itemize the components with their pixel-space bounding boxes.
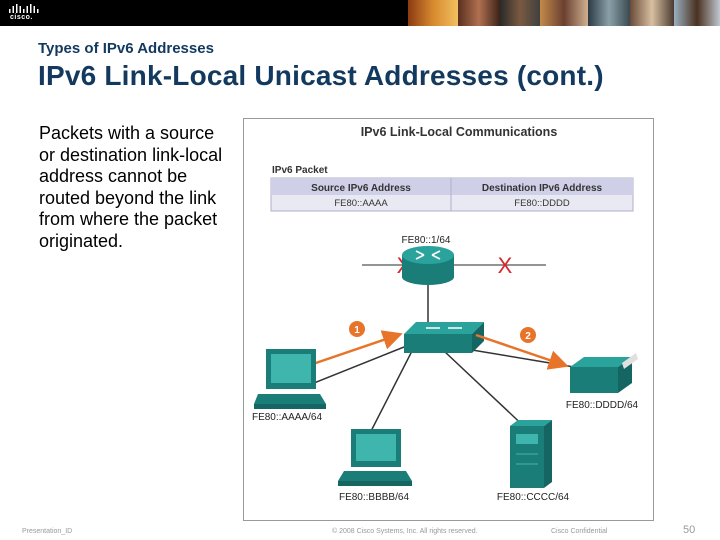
step-badge-1 [349,321,365,337]
banner-photo [630,0,674,26]
banner-photo [674,0,720,26]
cisco-logo-text: cisco. [10,14,33,21]
host-b-address-label: FE80::BBBB/64 [339,492,409,503]
host-d-address-label: FE80::DDDD/64 [566,400,639,411]
packet-source-value: FE80::AAAA [334,198,388,209]
packet-header-source: Source IPv6 Address [311,183,411,194]
step-number-2: 2 [525,331,531,342]
host-a-computer-icon [254,349,326,409]
banner-photo [500,0,540,26]
banner-photo [408,0,458,26]
page-number: 50 [683,524,696,536]
footer-presentation-id: Presentation_ID [22,528,73,535]
banner-photo [588,0,630,26]
packet-table: Source IPv6 Address Destination IPv6 Add… [270,177,634,212]
host-b-computer-icon [338,429,412,486]
cisco-bars-icon [9,4,39,13]
traffic-arrow-1 [303,330,403,369]
switch-host-b-link [367,350,413,438]
router-address-label: FE80::1/64 [402,235,451,246]
step-number-1: 1 [354,325,360,336]
slide-subtitle: Types of IPv6 Addresses [38,40,214,57]
switch-icon [404,322,484,353]
banner-photos [408,0,720,26]
host-a-address-label: FE80::AAAA/64 [252,412,322,423]
network-diagram: IPv6 Link-Local Communications IPv6 Pack… [243,118,654,521]
packet-header-destination: Destination IPv6 Address [482,183,603,194]
banner-photo [458,0,500,26]
slide-title: IPv6 Link-Local Unicast Addresses (cont.… [38,60,604,91]
diagram-title: IPv6 Link-Local Communications [361,125,558,139]
blocked-x-right: X [498,253,513,278]
router-icon [402,246,454,285]
top-banner: cisco. [0,0,720,26]
packet-destination-value: FE80::DDDD [514,198,570,209]
host-d-printer-icon [570,353,638,393]
banner-photo [540,0,588,26]
footer-confidential: Cisco Confidential [551,528,608,535]
cisco-logo: cisco. [8,4,42,22]
diagram-canvas: IPv6 Link-Local Communications IPv6 Pack… [252,125,639,503]
switch-host-c-link [443,350,530,432]
traffic-arrow-2 [475,333,569,370]
packet-label: IPv6 Packet [272,165,328,176]
host-c-address-label: FE80::CCCC/64 [497,492,570,503]
switch-host-a-link [303,346,405,388]
host-c-server-icon [510,420,552,488]
step-badge-2 [520,327,536,343]
footer-copyright: © 2008 Cisco Systems, Inc. All rights re… [332,528,478,535]
slide-body-text: Packets with a source or destination lin… [39,123,223,251]
